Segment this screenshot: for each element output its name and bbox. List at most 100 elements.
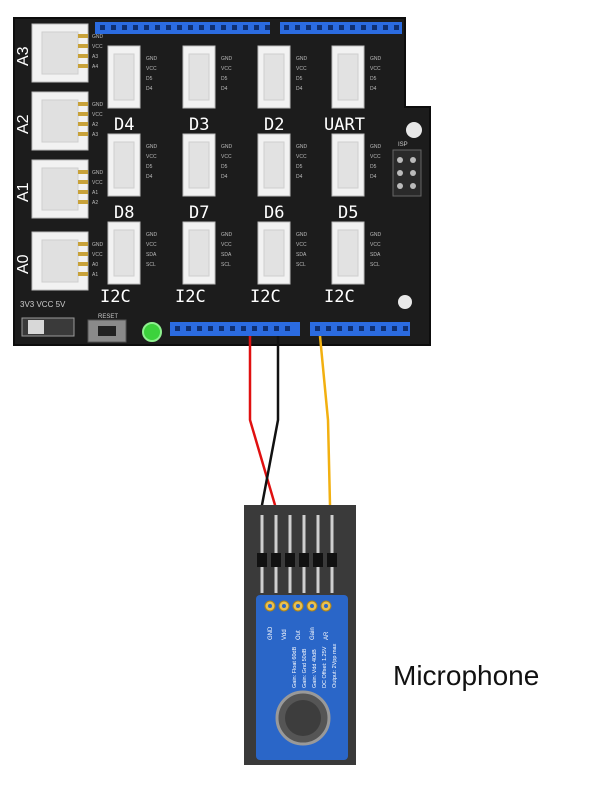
header-hole	[199, 25, 204, 30]
header-hole	[361, 25, 366, 30]
header-hole	[265, 25, 270, 30]
pin-label: SDA	[146, 252, 157, 258]
pin-label: A1	[92, 272, 98, 278]
header-pin	[274, 515, 278, 553]
header-hole	[326, 326, 331, 331]
pin-label: D5	[221, 164, 228, 170]
pin-label: GND	[92, 34, 104, 40]
header-hole	[359, 326, 364, 331]
analog-port-label: A3	[15, 46, 32, 66]
pin-label: GND	[221, 144, 233, 150]
module-pin-label: AR	[324, 631, 330, 640]
header-hole	[394, 25, 399, 30]
pin-label: GND	[146, 56, 158, 62]
header-pin-base	[327, 553, 337, 567]
header-hole	[241, 326, 246, 331]
port-label: I2C	[175, 287, 206, 307]
power-led	[142, 322, 162, 342]
pin-label: SCL	[296, 262, 306, 268]
pin-label: GND	[296, 232, 308, 238]
header-hole	[252, 326, 257, 331]
pin-label: SDA	[296, 252, 307, 258]
reset-button[interactable]: RESET	[87, 314, 127, 343]
pin-label: GND	[296, 144, 308, 150]
module-pin-label: Gain	[310, 627, 316, 640]
header-pin	[274, 567, 278, 593]
module-spec-line: DC Offset: 1.25V	[322, 646, 328, 688]
header-hole	[339, 25, 344, 30]
pin-label: GND	[221, 56, 233, 62]
pin-label: A0	[92, 262, 98, 268]
pin-label: A1	[92, 190, 98, 196]
header-pin-base	[299, 553, 309, 567]
pin-label: D4	[296, 86, 303, 92]
module-spec-line: Gain: Vdd 40dB	[312, 649, 318, 688]
header-hole	[392, 326, 397, 331]
pin-label: GND	[370, 232, 382, 238]
pin-label: GND	[370, 56, 382, 62]
top-header-left	[95, 22, 270, 34]
pin-label: VCC	[92, 44, 103, 50]
pin-label: D5	[296, 164, 303, 170]
header-pin	[302, 567, 306, 593]
header-hole	[122, 25, 127, 30]
header-hole	[348, 326, 353, 331]
pin-label: VCC	[296, 66, 307, 72]
port-label: I2C	[324, 287, 355, 307]
pin-label: SCL	[221, 262, 231, 268]
pin-label: D4	[146, 174, 153, 180]
port-label: D3	[189, 115, 209, 135]
pin-label: GND	[92, 170, 104, 176]
header-pin	[316, 515, 320, 553]
header-hole	[155, 25, 160, 30]
header-hole	[328, 25, 333, 30]
header-pin	[316, 567, 320, 593]
pin-label: A2	[92, 200, 98, 206]
pin-label: VCC	[296, 154, 307, 160]
port-label: UART	[324, 115, 365, 135]
port-label: I2C	[100, 287, 131, 307]
pin-label: VCC	[146, 66, 157, 72]
pin-label: GND	[146, 232, 158, 238]
pin-label: VCC	[370, 154, 381, 160]
pin-label: VCC	[221, 154, 232, 160]
power-switch[interactable]: 3V3 VCC 5V	[20, 300, 75, 337]
header-hole	[383, 25, 388, 30]
header-pin-base	[285, 553, 295, 567]
analog-port-label: A1	[15, 182, 32, 202]
header-hole	[274, 326, 279, 331]
header-hole	[100, 25, 105, 30]
header-hole	[370, 326, 375, 331]
header-hole	[177, 25, 182, 30]
pin-label: VCC	[370, 66, 381, 72]
pin-label: SDA	[221, 252, 232, 258]
port-label: D8	[114, 203, 134, 223]
header-pin	[330, 567, 334, 593]
header-hole	[166, 25, 171, 30]
pin-label: D4	[296, 174, 303, 180]
pin-label: A4	[92, 64, 98, 70]
header-pin	[302, 515, 306, 553]
module-pin-label: GND	[268, 626, 274, 640]
header-hole	[210, 25, 215, 30]
header-hole	[175, 326, 180, 331]
header-pin-base	[313, 553, 323, 567]
header-pin	[260, 567, 264, 593]
pin-label: D5	[370, 76, 377, 82]
header-hole	[221, 25, 226, 30]
header-hole	[315, 326, 320, 331]
wire-red-vcc	[248, 336, 277, 520]
header-hole	[350, 25, 355, 30]
pin-label: VCC	[221, 242, 232, 248]
pin-label: SCL	[370, 262, 380, 268]
pin-label: VCC	[146, 154, 157, 160]
port-label: I2C	[250, 287, 281, 307]
pin-label: A3	[92, 54, 98, 60]
port-label: D7	[189, 203, 209, 223]
